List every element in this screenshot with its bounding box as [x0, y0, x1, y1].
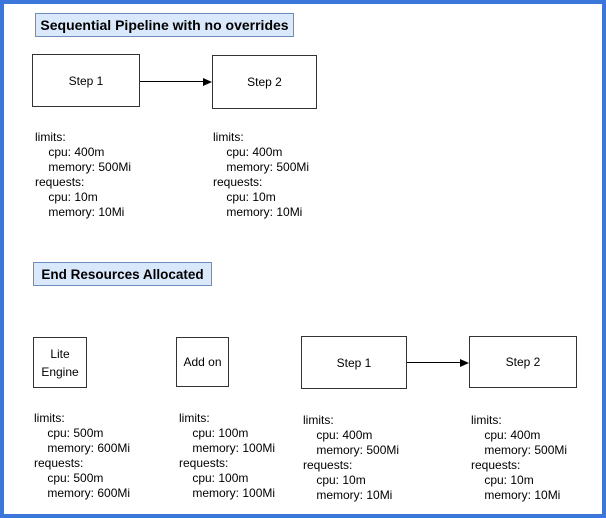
node-step1-pipeline-label: Step 1	[68, 73, 104, 88]
section-title-pipeline: Sequential Pipeline with no overrides	[35, 13, 294, 37]
resource-line: memory: 10Mi	[213, 205, 303, 219]
resource-line: requests:	[303, 458, 353, 472]
resource-line: memory: 10Mi	[303, 488, 393, 502]
resource-line: memory: 500Mi	[471, 443, 568, 457]
resource-line: limits:	[471, 413, 502, 427]
resource-line: memory: 10Mi	[471, 488, 561, 502]
resource-line: requests:	[471, 458, 521, 472]
arrow-head-icon	[460, 358, 469, 367]
resource-line: cpu: 500m	[34, 471, 104, 485]
node-lite-engine[interactable]: Lite Engine	[33, 337, 87, 388]
resource-line: memory: 100Mi	[179, 441, 276, 455]
resource-line: limits:	[34, 411, 65, 425]
resource-line: cpu: 100m	[179, 471, 249, 485]
resource-line: requests:	[179, 456, 229, 470]
resource-line: cpu: 400m	[303, 428, 373, 442]
section-title-end-resources: End Resources Allocated	[33, 262, 212, 286]
arrow-shaft	[140, 81, 204, 82]
resource-line: limits:	[179, 411, 210, 425]
node-step2-pipeline-label: Step 2	[247, 75, 282, 89]
resource-line: memory: 600Mi	[34, 486, 131, 500]
resource-line: memory: 600Mi	[34, 441, 131, 455]
resource-line: memory: 10Mi	[35, 205, 125, 219]
node-add-on-label: Add on	[183, 355, 222, 369]
resource-line: limits:	[35, 130, 66, 144]
arrow-shaft	[407, 362, 461, 363]
resource-line: cpu: 500m	[34, 426, 104, 440]
resource-line: limits:	[213, 130, 244, 144]
resource-line: cpu: 100m	[179, 426, 249, 440]
resource-line: memory: 500Mi	[35, 160, 132, 174]
node-step2-pipeline[interactable]: Step 2	[212, 55, 317, 109]
resource-line: requests:	[34, 456, 84, 470]
node-add-on[interactable]: Add on	[176, 337, 229, 387]
node-step1-pipeline[interactable]: Step 1	[32, 54, 140, 107]
resource-line: memory: 500Mi	[213, 160, 310, 174]
node-step1-end[interactable]: Step 1	[301, 336, 407, 389]
resource-line: requests:	[213, 175, 263, 189]
section-title-pipeline-label: Sequential Pipeline with no overrides	[40, 17, 289, 33]
resource-line: cpu: 400m	[35, 145, 105, 159]
section-title-end-resources-label: End Resources Allocated	[41, 266, 204, 282]
resource-line: memory: 500Mi	[303, 443, 400, 457]
resource-line: cpu: 10m	[303, 473, 366, 487]
node-lite-engine-label: Lite Engine	[41, 346, 79, 379]
arrow-step1-to-step2-end	[407, 357, 469, 368]
resource-line: cpu: 400m	[213, 145, 283, 159]
node-step2-end[interactable]: Step 2	[469, 336, 577, 388]
resource-line: cpu: 10m	[213, 190, 276, 204]
resource-line: cpu: 400m	[471, 428, 541, 442]
node-step1-end-label: Step 1	[336, 355, 372, 370]
arrow-head-icon	[203, 77, 212, 86]
arrow-step1-to-step2-pipeline	[140, 76, 212, 87]
resource-line: limits:	[303, 413, 334, 427]
resource-line: cpu: 10m	[471, 473, 534, 487]
resource-line: requests:	[35, 175, 85, 189]
resource-line: cpu: 10m	[35, 190, 98, 204]
resource-line: memory: 100Mi	[179, 486, 276, 500]
node-step2-end-label: Step 2	[505, 355, 541, 369]
